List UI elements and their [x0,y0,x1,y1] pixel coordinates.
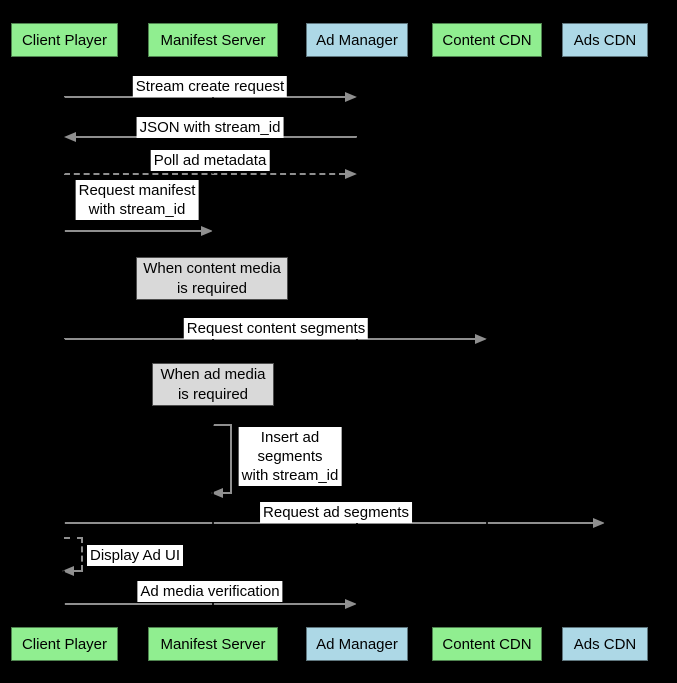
arrow-request-content-segments [64,338,475,340]
arrowhead-right-icon [475,334,487,344]
arrowhead-left-icon [211,488,223,498]
actor-client-player-top: Client Player [11,23,118,57]
actor-content-cdn-bottom: Content CDN [432,627,542,661]
actor-ads-cdn-bottom: Ads CDN [562,627,648,661]
lifeline-manifest-server [212,57,214,627]
self-loop-insert-ad-top [213,424,232,426]
arrow-request-manifest [64,230,201,232]
arrowhead-right-icon [345,169,357,179]
label-request-content-segments: Request content segments [183,318,369,339]
arrowhead-right-icon [345,599,357,609]
arrowhead-left-icon [64,132,76,142]
actor-manifest-server-top: Manifest Server [148,23,278,57]
arrow-request-ad-segments [64,522,593,524]
actor-ads-cdn-top: Ads CDN [562,23,648,57]
actor-ad-manager-top: Ad Manager [306,23,408,57]
arrowhead-right-icon [593,518,605,528]
arrowhead-left-icon [62,566,74,576]
label-request-ad-segments: Request ad segments [260,502,412,523]
arrow-poll-ad-metadata [64,173,345,175]
label-poll-ad-metadata: Poll ad metadata [150,150,270,171]
label-display-ad-ui: Display Ad UI [87,545,184,566]
self-loop-display-ad-top [64,537,83,539]
self-loop-display-ad-bottom [73,570,83,572]
actor-client-player-bottom: Client Player [11,627,118,661]
label-request-manifest: Request manifest with stream_id [75,180,199,220]
lifeline-client-player [63,57,65,627]
arrowhead-right-icon [345,92,357,102]
lifeline-ads-cdn [604,57,606,627]
label-json-with-stream-id: JSON with stream_id [136,117,284,138]
note-when-content-media-required: When content media is required [136,257,288,300]
lifeline-content-cdn [486,57,488,627]
arrow-stream-create-request [64,96,345,98]
actor-content-cdn-top: Content CDN [432,23,542,57]
label-stream-create-request: Stream create request [132,76,288,97]
arrowhead-right-icon [201,226,213,236]
self-loop-insert-ad-bottom [222,492,232,494]
actor-manifest-server-bottom: Manifest Server [148,627,278,661]
label-ad-media-verification: Ad media verification [137,581,283,602]
self-loop-display-ad-side [81,537,83,571]
label-insert-ad-segments: Insert ad segments with stream_id [238,427,342,486]
note-when-ad-media-required: When ad media is required [152,363,274,406]
arrow-ad-media-verification [64,603,345,605]
actor-ad-manager-bottom: Ad Manager [306,627,408,661]
lifeline-ad-manager [356,57,358,627]
self-loop-insert-ad-side [230,424,232,493]
